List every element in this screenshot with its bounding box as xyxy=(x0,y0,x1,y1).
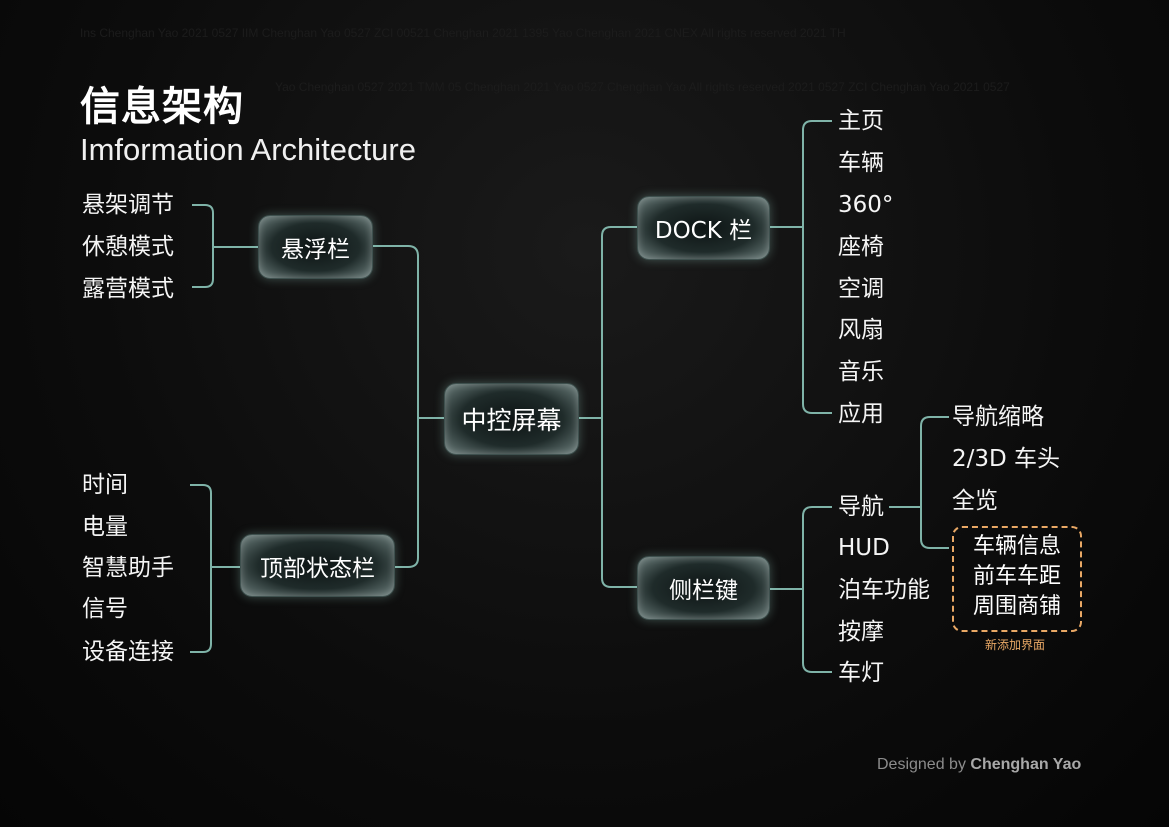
dock-item-360: 360° xyxy=(838,192,894,218)
node-status-bar-label: 顶部状态栏 xyxy=(260,555,375,582)
dock-item-home: 主页 xyxy=(838,108,884,134)
side-item-massage: 按摩 xyxy=(838,619,884,645)
watermark-line-1: Ins Chenghan Yao 2021 0527 IIM Chenghan … xyxy=(80,26,846,40)
side-item-parking: 泊车功能 xyxy=(838,577,930,603)
float-bar-item-rest-mode: 休憩模式 xyxy=(82,234,174,260)
status-bar-item-assistant: 智慧助手 xyxy=(82,555,174,581)
new-items-label: 新添加界面 xyxy=(984,638,1045,652)
node-float-bar: 悬浮栏 xyxy=(258,215,373,279)
side-item-lights: 车灯 xyxy=(838,660,884,686)
nav-child-2d3d: 2/3D 车头 xyxy=(952,446,1061,472)
node-side-keys: 侧栏键 xyxy=(637,556,770,620)
page-subtitle: Imformation Architecture xyxy=(80,132,416,167)
status-bar-item-signal: 信号 xyxy=(82,596,128,622)
new-item-front-distance: 前车车距 xyxy=(972,564,1061,589)
status-bar-item-device: 设备连接 xyxy=(82,639,174,665)
dock-item-apps: 应用 xyxy=(838,401,884,427)
status-bar-item-battery: 电量 xyxy=(82,514,128,540)
dock-item-fan: 风扇 xyxy=(838,317,884,343)
side-item-hud: HUD xyxy=(838,535,890,561)
dock-item-vehicle: 车辆 xyxy=(838,150,884,176)
node-dock: DOCK 栏 xyxy=(637,196,770,260)
node-root: 中控屏幕 xyxy=(444,383,579,455)
nav-child-overview: 全览 xyxy=(952,488,998,514)
status-bar-item-time: 时间 xyxy=(82,472,128,498)
dock-item-ac: 空调 xyxy=(838,276,884,302)
node-root-label: 中控屏幕 xyxy=(461,406,562,435)
new-items-box: 车辆信息 前车车距 周围商铺 xyxy=(952,526,1082,632)
page-title: 信息架构 xyxy=(80,84,244,130)
credit-prefix: Designed by xyxy=(877,756,966,773)
credit-name: Chenghan Yao xyxy=(970,756,1082,773)
designer-credit: Designed by Chenghan Yao xyxy=(877,756,1081,774)
node-status-bar: 顶部状态栏 xyxy=(240,534,395,597)
watermark-line-2: Yao Chenghan 0527 2021 TMM 05 Chenghan 2… xyxy=(275,80,1010,94)
float-bar-item-camping-mode: 露营模式 xyxy=(82,276,174,302)
dock-item-seat: 座椅 xyxy=(838,234,884,260)
node-dock-label: DOCK 栏 xyxy=(654,218,753,244)
new-item-vehicle-info: 车辆信息 xyxy=(972,534,1061,559)
side-item-navigation: 导航 xyxy=(838,494,884,520)
nav-child-thumbnail: 导航缩略 xyxy=(952,404,1044,430)
node-side-keys-label: 侧栏键 xyxy=(669,578,738,604)
node-float-bar-label: 悬浮栏 xyxy=(281,237,350,263)
new-item-nearby-shops: 周围商铺 xyxy=(972,594,1061,619)
dock-item-music: 音乐 xyxy=(838,359,884,385)
float-bar-item-suspension: 悬架调节 xyxy=(82,192,174,218)
